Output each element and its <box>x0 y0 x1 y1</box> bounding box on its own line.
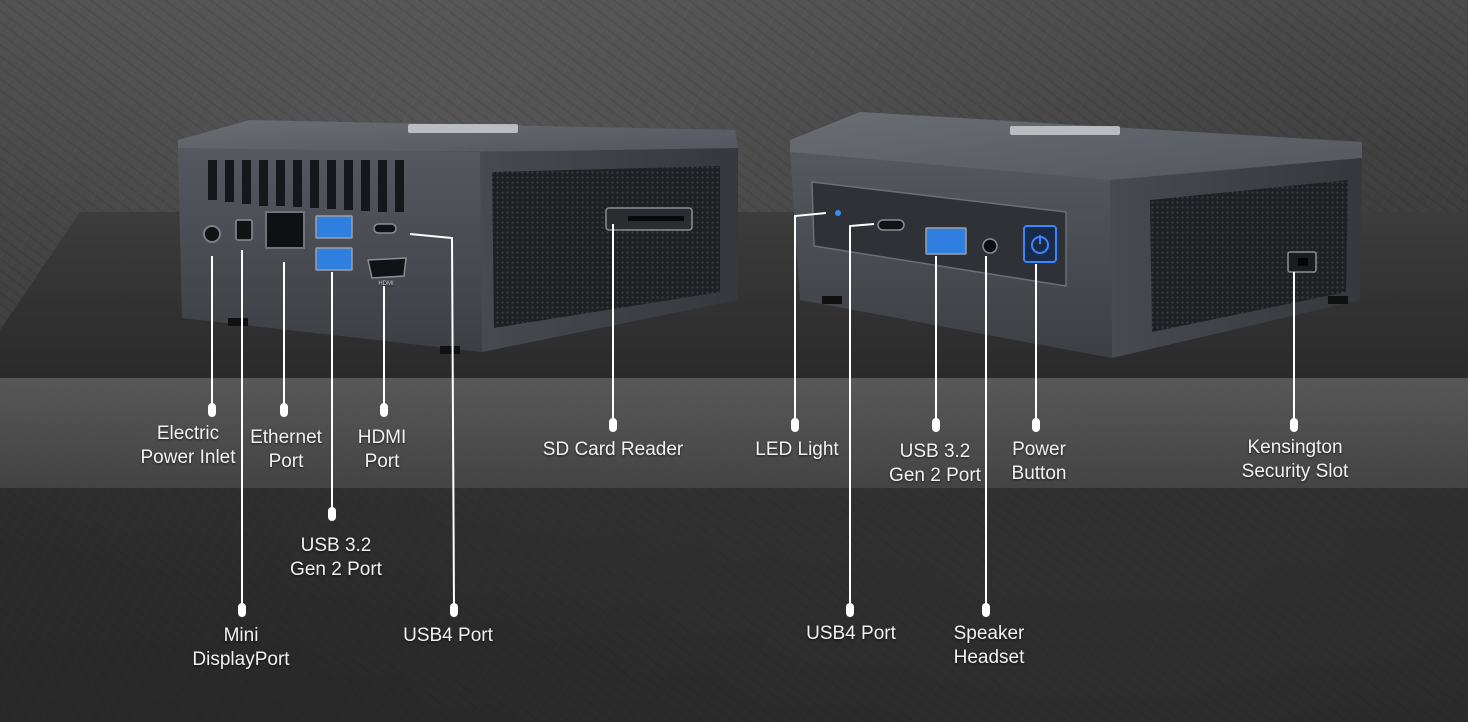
label-usb4-right: USB4 Port <box>806 623 896 644</box>
usb-a-bottom <box>315 247 353 271</box>
side-mesh-grille-right <box>1150 180 1348 332</box>
mini-displayport-jack <box>235 219 253 241</box>
brand-logo-right <box>1010 126 1120 135</box>
led-indicator <box>835 210 841 216</box>
mini-pc-rear <box>178 120 738 354</box>
audio-jack <box>982 238 998 254</box>
vent-slots <box>208 160 404 212</box>
brand-logo <box>408 124 518 133</box>
callout-lines <box>208 212 1298 617</box>
hdmi-marking: HDMI <box>378 281 394 287</box>
usb-a-front <box>925 227 967 255</box>
label-sd-card-reader: SD Card Reader <box>542 439 684 460</box>
hdmi-jack <box>367 257 407 279</box>
side-mesh-grille <box>492 166 720 328</box>
mini-pc-front <box>790 112 1362 358</box>
usb4-jack <box>373 223 397 234</box>
label-usb4-left: USB4 Port <box>403 625 493 646</box>
usb4-jack-front <box>877 219 905 231</box>
ethernet-jack <box>265 211 305 249</box>
label-led-light: LED Light <box>755 439 839 460</box>
usb-a-top <box>315 215 353 239</box>
dc-power-jack <box>203 225 221 243</box>
